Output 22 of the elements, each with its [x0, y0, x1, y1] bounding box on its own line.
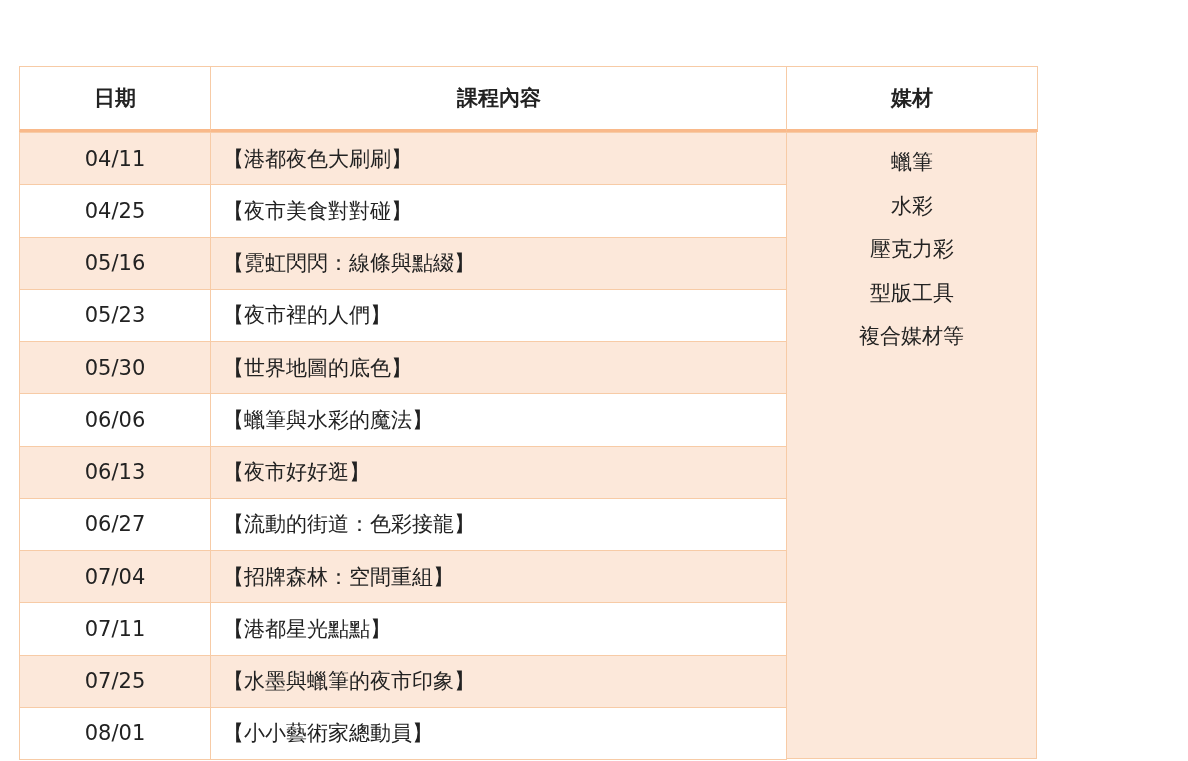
date-cell: 08/01: [19, 706, 211, 760]
course-cell: 【世界地圖的底色】: [210, 341, 787, 395]
course-cell: 【夜市好好逛】: [210, 445, 787, 499]
media-text: 複合媒材等: [859, 323, 964, 350]
course-cell: 【招牌森林：空間重組】: [210, 550, 787, 604]
date-cell: 06/13: [19, 445, 211, 499]
course-cell: 【霓虹閃閃：線條與點綴】: [210, 236, 787, 290]
header-cell: 日期: [19, 66, 211, 132]
header-cell: 媒材: [786, 66, 1038, 132]
date-cell: 04/11: [19, 132, 211, 186]
date-cell: 07/25: [19, 654, 211, 708]
course-cell: 【水墨與蠟筆的夜市印象】: [210, 654, 787, 708]
media-text: 壓克力彩: [869, 236, 954, 263]
date-cell: 05/30: [19, 341, 211, 395]
media-text: 型版工具: [869, 279, 954, 307]
date-cell: 07/04: [19, 550, 211, 604]
course-cell: 【港都夜色大刷刷】: [210, 132, 787, 186]
media-text: 蠟筆: [890, 149, 933, 176]
media-text: 水彩: [890, 192, 933, 220]
media-cell: [786, 132, 1037, 759]
date-cell: 05/16: [19, 236, 211, 290]
header-cell: 課程內容: [210, 66, 787, 132]
